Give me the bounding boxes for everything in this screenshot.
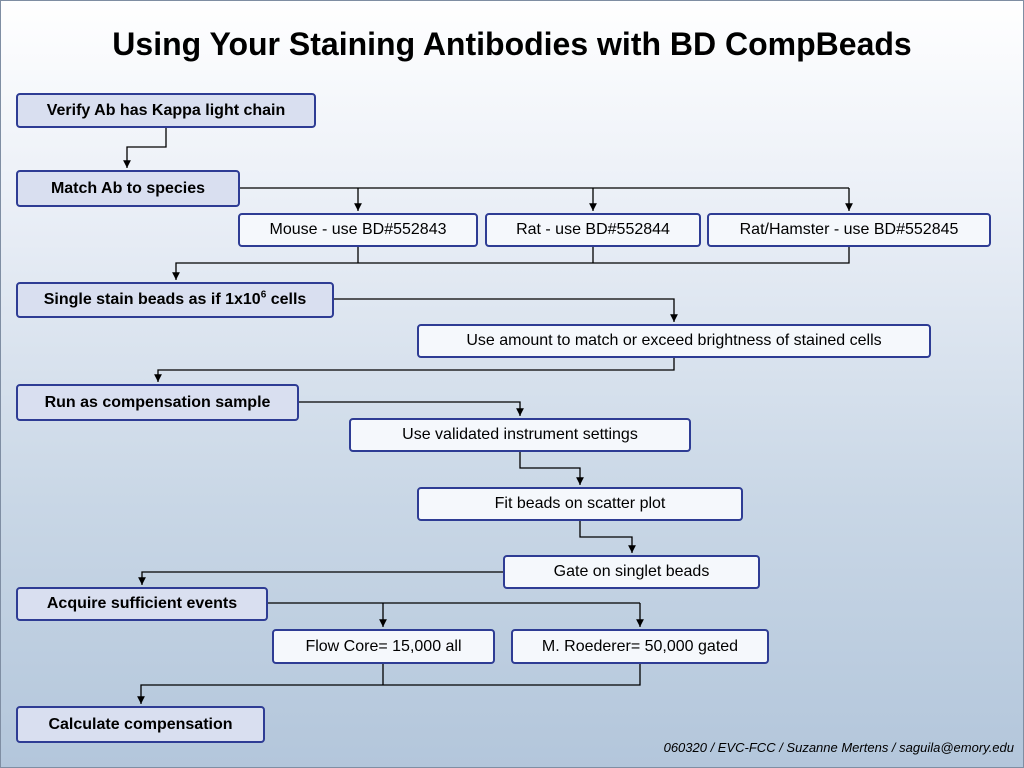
step-run-compensation: Run as compensation sample (16, 384, 299, 421)
events-flow-core: Flow Core= 15,000 all (272, 629, 495, 664)
connector-amount-run (154, 358, 675, 382)
footer-credit: 060320 / EVC-FCC / Suzanne Mertens / sag… (663, 740, 1014, 755)
connector-scatter-singlet (579, 521, 636, 553)
connector-singlet-acquire (138, 571, 503, 585)
step-acquire-events-label: Acquire sufficient events (46, 595, 238, 612)
species-rat-hamster-label: Rat/Hamster - use BD#552845 (739, 221, 959, 238)
connector-events-calculate (141, 664, 641, 704)
species-rat-label: Rat - use BD#552844 (516, 221, 670, 238)
step-calculate-compensation-label: Calculate compensation (48, 715, 233, 733)
connector-verify-match (123, 128, 167, 168)
step-single-stain: Single stain beads as if 1x106 cells (16, 282, 334, 318)
substep-scatter-plot-label: Fit beads on scatter plot (494, 495, 666, 512)
connector-stain-amount (333, 298, 678, 322)
substep-instrument-settings-label: Use validated instrument settings (402, 426, 638, 443)
substep-singlet-beads-label: Gate on singlet beads (553, 563, 710, 580)
connector-instrument-scatter (519, 452, 584, 485)
events-flow-core-label: Flow Core= 15,000 all (305, 637, 462, 655)
step-use-amount: Use amount to match or exceed brightness… (417, 324, 931, 358)
substep-instrument-settings: Use validated instrument settings (349, 418, 691, 452)
step-calculate-compensation: Calculate compensation (16, 706, 265, 743)
step-verify-kappa: Verify Ab has Kappa light chain (16, 93, 316, 128)
species-mouse-label: Mouse - use BD#552843 (269, 221, 447, 238)
slide-title: Using Your Staining Antibodies with BD C… (112, 26, 912, 62)
connector-species-merge (176, 247, 850, 280)
step-use-amount-label: Use amount to match or exceed brightness… (466, 332, 882, 349)
step-acquire-events: Acquire sufficient events (16, 587, 268, 621)
events-roederer-label: M. Roederer= 50,000 gated (541, 637, 739, 655)
substep-singlet-beads: Gate on singlet beads (503, 555, 760, 589)
connector-run-instrument (298, 401, 524, 416)
step-run-compensation-label: Run as compensation sample (44, 393, 271, 411)
step-match-species: Match Ab to species (16, 170, 240, 207)
species-rat-hamster: Rat/Hamster - use BD#552845 (707, 213, 991, 247)
step-match-species-label: Match Ab to species (50, 179, 206, 197)
species-mouse: Mouse - use BD#552843 (238, 213, 478, 247)
step-verify-kappa-label: Verify Ab has Kappa light chain (46, 101, 286, 119)
species-rat: Rat - use BD#552844 (485, 213, 701, 247)
events-roederer: M. Roederer= 50,000 gated (511, 629, 769, 664)
step-single-stain-label: Single stain beads as if 1x106 cells (43, 289, 307, 308)
substep-scatter-plot: Fit beads on scatter plot (417, 487, 743, 521)
